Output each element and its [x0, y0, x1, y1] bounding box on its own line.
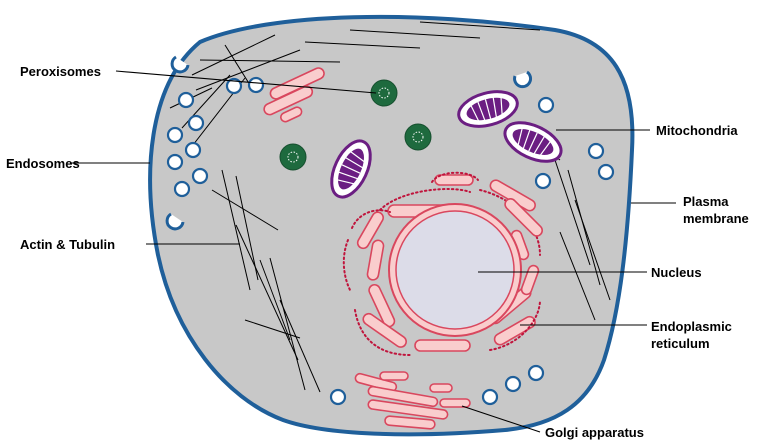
label-er-line1: Endoplasmic — [651, 319, 732, 334]
nucleus — [389, 204, 521, 336]
label-nucleus: Nucleus — [651, 265, 702, 280]
label-plasma-membrane-line2: membrane — [683, 211, 749, 226]
label-endosomes: Endosomes — [6, 156, 80, 171]
label-golgi-apparatus: Golgi apparatus — [545, 425, 644, 440]
label-actin-tubulin: Actin & Tubulin — [20, 237, 115, 252]
label-er-line2: reticulum — [651, 336, 710, 351]
label-plasma-membrane-line1: Plasma — [683, 194, 729, 209]
label-peroxisomes: Peroxisomes — [20, 64, 101, 79]
label-mitochondria: Mitochondria — [656, 123, 738, 138]
